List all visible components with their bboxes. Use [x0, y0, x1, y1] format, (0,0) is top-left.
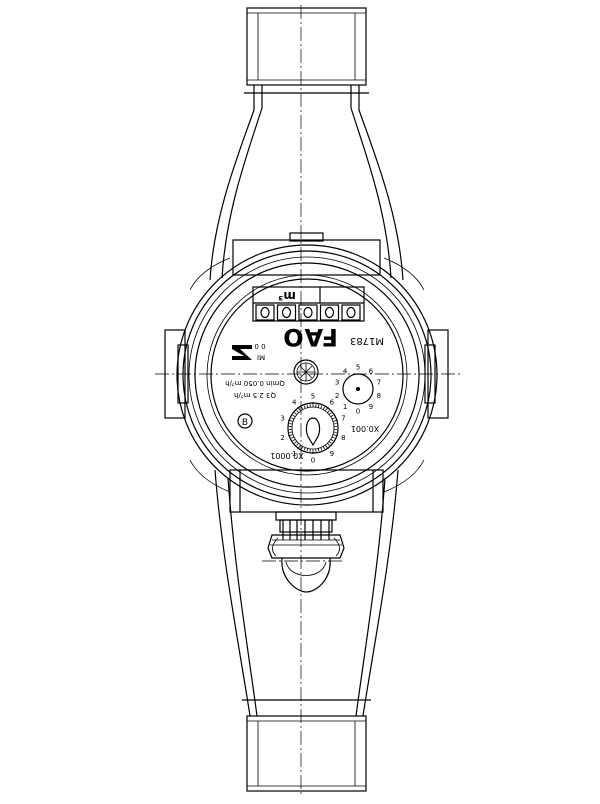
dial-tick: [321, 448, 322, 451]
dial-digit: 5: [356, 363, 360, 371]
dial-digit: 4: [343, 368, 348, 376]
dial-tick: [291, 418, 294, 419]
dial-digit: 3: [335, 379, 339, 387]
dial-tick: [307, 448, 308, 451]
dial-tick: [301, 407, 303, 410]
dial-digit: 9: [330, 450, 334, 458]
dial-digit: 6: [369, 368, 374, 376]
flow-spec-qmin: Qmin 0.050 m³/h: [225, 379, 285, 387]
dial-tick: [291, 437, 294, 438]
mi-number: 0 0: [254, 342, 265, 350]
dial-digit: 8: [377, 392, 381, 400]
mi-mark: MI: [257, 353, 265, 361]
dial-tick: [301, 446, 303, 449]
dial-tick: [329, 441, 331, 443]
dial-digit: 0: [356, 407, 360, 415]
counter-wheel-digit: [304, 308, 312, 318]
dial-digit: 5: [311, 392, 315, 400]
dial-tick: [295, 441, 297, 443]
dial-tick: [332, 418, 335, 419]
dial-tick: [327, 411, 329, 413]
dial-tick: [334, 424, 337, 425]
dial-tick: [304, 406, 305, 409]
dial-tick: [329, 413, 331, 415]
counter-wheels: [256, 305, 360, 320]
dial-big-pointer: [306, 418, 319, 445]
dial-tick: [293, 415, 296, 417]
dial-digit: 6: [330, 398, 335, 406]
manufacturer-mark: [232, 345, 252, 360]
dial-digit: 4: [292, 398, 297, 406]
dial-tick: [297, 411, 299, 413]
flow-spec-q3: Q3 2.5 m³/h: [234, 391, 276, 399]
top-pipe-end: [247, 8, 366, 85]
dial-tick: [289, 424, 292, 425]
counter-wheel-digit: [261, 308, 269, 318]
counter-wheel-digit: [283, 308, 291, 318]
dial-digit: 8: [341, 434, 345, 442]
dial-tick: [289, 432, 292, 433]
dial-tick: [323, 407, 325, 410]
dial-digit: 0: [311, 456, 315, 464]
dial-digit: 7: [341, 414, 345, 422]
dial-small-label: X0.001: [351, 424, 379, 433]
class-mark: B: [242, 418, 248, 428]
dial-tick: [304, 448, 305, 451]
dial-big-label: X0.0001: [270, 451, 303, 460]
dial-tick: [318, 405, 319, 408]
dial-small: [343, 374, 373, 404]
model-number: M1783: [350, 335, 384, 346]
dial-tick: [332, 437, 335, 438]
dial-tick: [331, 415, 334, 417]
counter-wheel-digit: [326, 308, 334, 318]
dial-digit: 2: [335, 392, 339, 400]
dial-tick: [331, 439, 334, 441]
dial-tick: [297, 443, 299, 445]
counter-wheel-digit: [347, 308, 355, 318]
dial-tick: [295, 413, 297, 415]
meter-body: [210, 85, 403, 716]
bottom-pipe-end: [247, 716, 366, 791]
connector-nut: [268, 512, 344, 592]
dial-tick: [293, 439, 296, 441]
dial-tick: [323, 446, 325, 449]
dial-tick: [321, 406, 322, 409]
dial-digit: 1: [343, 403, 347, 411]
dial-digit: 2: [280, 434, 284, 442]
counter-unit-label: m³: [278, 289, 296, 303]
brand-logo: FAO: [282, 323, 338, 351]
dial-tick: [307, 405, 308, 408]
dial-tick: [318, 448, 319, 451]
dial-tick: [327, 443, 329, 445]
dial-digit: 3: [280, 414, 284, 422]
dial-tick: [334, 432, 337, 433]
dial-digit: 7: [377, 379, 381, 387]
flow-indicator: [294, 360, 318, 384]
dial-digit: 9: [369, 403, 373, 411]
